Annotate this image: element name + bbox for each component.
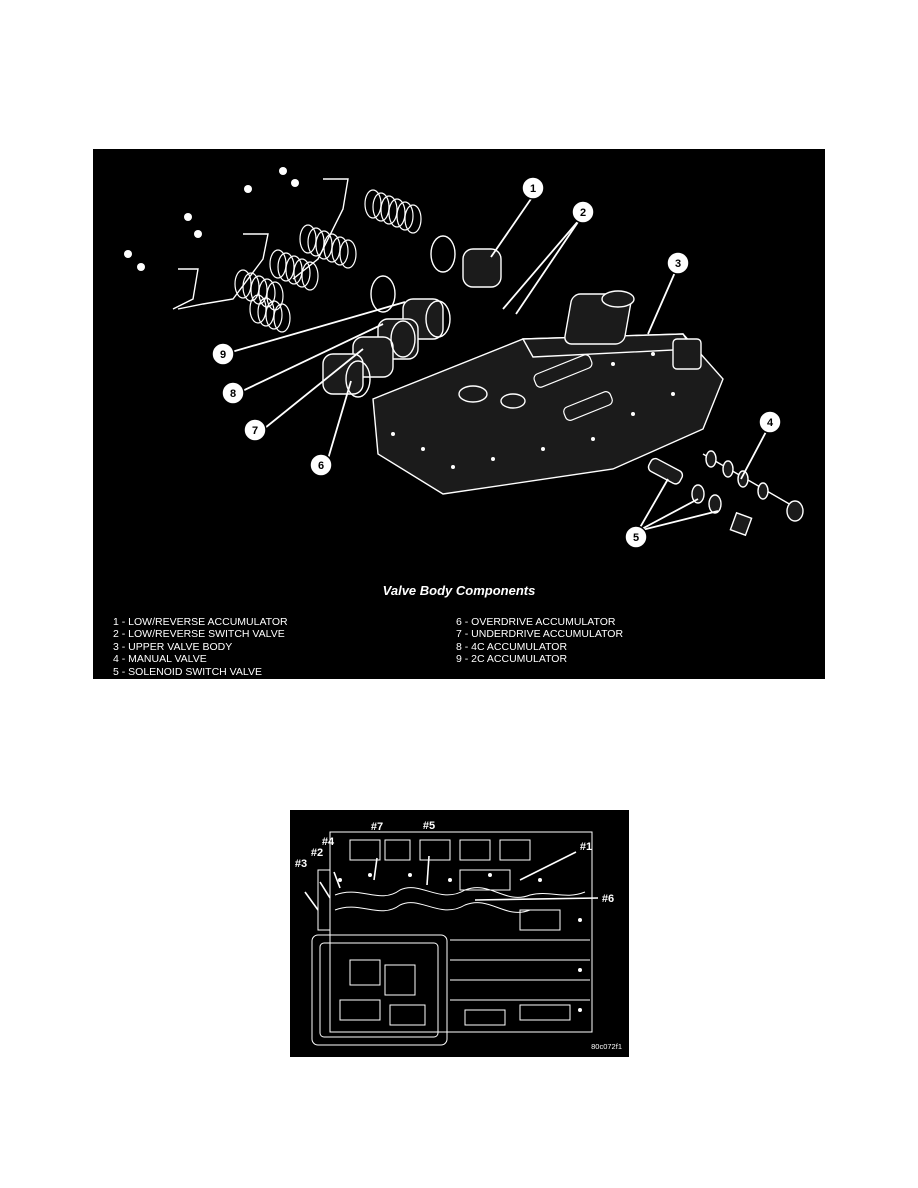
callout-label-6: 6 [318,460,324,472]
bolts [124,167,299,271]
callout-label-2: 2 [580,207,586,219]
callout-label-9: 9 [220,349,226,361]
legend-item-3: 3 - UPPER VALVE BODY [113,640,233,653]
legend-item-1: 1 - LOW/REVERSE ACCUMULATOR [113,616,288,628]
accumulator-covers [172,178,349,310]
callout-9 [211,342,235,366]
callout-8 [221,381,245,405]
figure-code: 80c072f1 [591,1042,622,1051]
legend-item-2: 2 - LOW/REVERSE SWITCH VALVE [113,628,285,641]
leader-lines [227,195,769,532]
check-ball-label-3: #3 [295,858,307,870]
legend-item-8: 8 - 4C ACCUMULATOR [456,640,568,653]
callout-circles [211,176,782,549]
check-ball-label-2: #2 [311,847,323,859]
accumulator-springs [234,189,422,333]
valve-body-components-figure: 1 2 3 4 5 6 7 8 9 Valve Body Components … [93,149,825,679]
callout-5 [624,525,648,549]
callout-numbers: 1 2 3 4 5 6 7 8 9 [220,183,774,544]
callout-label-4: 4 [767,417,774,429]
legend-item-9: 9 - 2C ACCUMULATOR [456,653,568,666]
callout-6 [309,453,333,477]
legend-right: 6 - OVERDRIVE ACCUMULATOR 7 - UNDERDRIVE… [456,616,623,666]
legend-item-6: 6 - OVERDRIVE ACCUMULATOR [456,616,616,628]
seal-rings [345,235,456,398]
callout-label-8: 8 [230,388,236,400]
check-ball-locations-figure: #7 #5 #4 #2 #3 #1 #6 80c072f1 [290,810,629,1057]
upper-valve-body-drawing [372,290,724,495]
check-ball-label-7: #7 [371,821,383,833]
manual-valve-drawing [702,450,804,522]
figure-title: Valve Body Components [382,583,536,598]
callout-label-1: 1 [530,183,536,195]
callout-2 [571,200,595,224]
callout-7 [243,418,267,442]
callout-4 [758,410,782,434]
legend-item-4: 4 - MANUAL VALVE [113,653,207,666]
check-ball-label-1: #1 [580,841,592,853]
callout-label-7: 7 [252,425,258,437]
legend-item-5: 5 - SOLENOID SWITCH VALVE [113,665,262,678]
solenoid-switch-valve-drawing [647,457,753,537]
valve-body-plan-illustration: #7 #5 #4 #2 #3 #1 #6 [295,820,614,1046]
callout-label-5: 5 [633,532,639,544]
check-ball-leader-lines [304,851,599,911]
check-ball-label-5: #5 [423,820,435,832]
valve-body-bolt-holes [338,873,582,1012]
legend-left: 1 - LOW/REVERSE ACCUMULATOR 2 - LOW/REVE… [113,616,288,678]
check-ball-label-6: #6 [602,893,614,905]
callout-1 [521,176,545,200]
check-ball-label-4: #4 [322,836,335,848]
valve-body-outline [311,831,593,1046]
legend-item-7: 7 - UNDERDRIVE ACCUMULATOR [456,628,624,641]
check-ball-labels: #7 #5 #4 #2 #3 #1 #6 [295,820,614,905]
callout-3 [666,251,690,275]
valve-body-illustration: 1 2 3 4 5 6 7 8 9 [124,167,804,549]
spool-valves [533,354,613,421]
callout-label-3: 3 [675,258,681,270]
